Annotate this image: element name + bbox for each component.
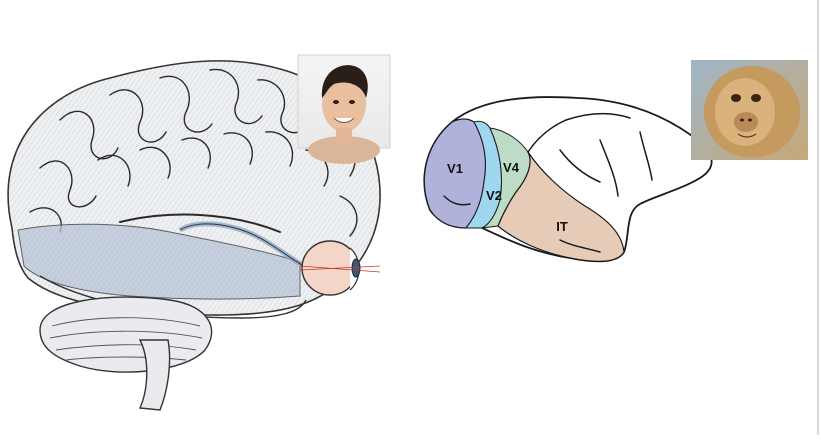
monkey-brain-diagram: V1 V2 V4 IT xyxy=(423,96,713,263)
area-v2-label: V2 xyxy=(486,188,502,203)
monkey-face-photo xyxy=(691,60,808,160)
area-it xyxy=(497,151,625,262)
area-it-label: IT xyxy=(556,219,568,234)
eye-icon xyxy=(299,240,381,296)
human-brain-illustration xyxy=(7,60,381,411)
area-v4-label: V4 xyxy=(503,160,520,175)
human-face-photo xyxy=(297,54,391,164)
human-brainstem xyxy=(138,339,171,411)
area-v1-label: V1 xyxy=(447,161,463,176)
human-cerebellum xyxy=(39,296,213,373)
